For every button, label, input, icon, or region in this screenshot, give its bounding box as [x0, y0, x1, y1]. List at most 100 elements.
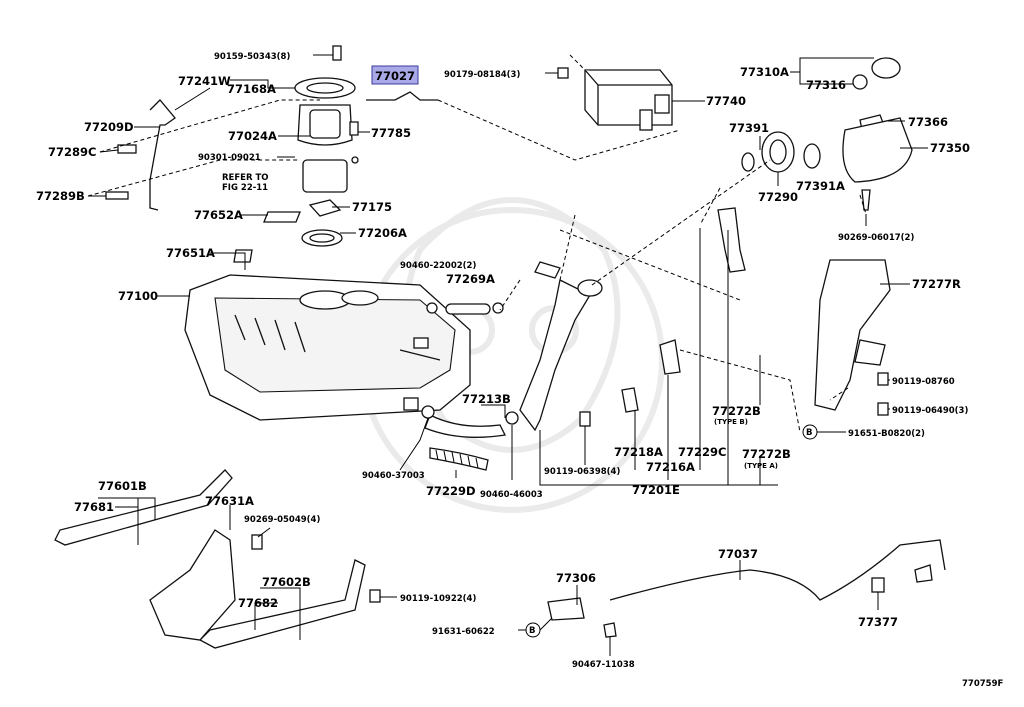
filler-pipe-group — [421, 261, 603, 471]
label-77601b: 77601B — [98, 479, 147, 493]
label-fig-22-11: FIG 22-11 — [222, 183, 268, 193]
clamp-77175 — [308, 199, 342, 217]
label-77168a: 77168A — [227, 82, 276, 96]
label-90119-06490: 90119-06490(3) — [892, 406, 968, 416]
label-90460-22002: 90460-22002(2) — [400, 261, 476, 271]
lid-lever-77306 — [547, 597, 585, 621]
label-90179: 90179-08184(3) — [444, 70, 520, 80]
strap-77602b — [198, 559, 366, 649]
label-type-a: (TYPE A) — [744, 462, 778, 470]
label-77269a: 77269A — [446, 272, 495, 286]
label-77602b: 77602B — [262, 575, 311, 589]
figure-code: 770759F — [962, 679, 1003, 689]
clamp-46003 — [505, 411, 519, 425]
fuel-cap-icon — [871, 57, 901, 79]
label-77310a: 77310A — [740, 65, 789, 79]
label-90119-10922: 90119-10922(4) — [400, 594, 476, 604]
lid-spring-icon — [803, 143, 821, 169]
label-77740: 77740 — [706, 94, 746, 108]
tank-straps — [54, 469, 381, 649]
label-77209d: 77209D — [84, 120, 134, 134]
label-77366: 77366 — [908, 115, 948, 129]
label-b-circle: B — [806, 428, 812, 438]
canister-nut-icon — [557, 67, 569, 79]
label-77350: 77350 — [930, 141, 970, 155]
label-90301: 90301-09021 — [198, 153, 261, 163]
label-77229c: 77229C — [678, 445, 726, 459]
label-91651: 91651-B0820(2) — [848, 429, 925, 439]
bolt-icon — [877, 372, 889, 386]
label-77289c: 77289C — [48, 145, 96, 159]
label-90269-05049: 90269-05049(4) — [244, 515, 320, 525]
label-b-circle-2: B — [529, 626, 535, 636]
pad-77652a — [263, 211, 301, 223]
label-90119-08760: 90119-08760 — [892, 377, 955, 387]
label-77100: 77100 — [118, 289, 158, 303]
label-refer-to: REFER TO — [222, 173, 269, 183]
bolt-icon — [579, 411, 591, 427]
small-parts — [233, 199, 343, 263]
label-77631a: 77631A — [205, 494, 254, 508]
corrugated-hose-77229d — [429, 447, 489, 471]
label-90119-06398: 90119-06398(4) — [544, 467, 620, 477]
sender-clamp-c — [117, 144, 137, 154]
fuel-cap-group — [741, 57, 913, 211]
label-77316: 77316 — [806, 78, 846, 92]
label-77027-highlighted: 77027 — [375, 69, 415, 83]
filler-protector — [814, 259, 891, 416]
hose-77269a — [445, 303, 491, 315]
label-91631: 91631-60622 — [432, 627, 495, 637]
reference-b-circle-2 — [525, 622, 541, 638]
breather-tubes — [579, 207, 746, 427]
label-77682: 77682 — [238, 596, 278, 610]
fuel-tank — [184, 274, 471, 421]
sender-gauge-arm — [149, 99, 176, 211]
label-77289b: 77289B — [36, 189, 85, 203]
label-77229d: 77229D — [426, 484, 476, 498]
label-90460-46003: 90460-46003 — [480, 490, 543, 500]
corrugation-lines — [435, 449, 479, 469]
label-77277r: 77277R — [912, 277, 961, 291]
fuel-pump — [309, 109, 341, 139]
label-77391a: 77391A — [796, 179, 845, 193]
fuel-lid-door — [842, 117, 913, 183]
label-77024a: 77024A — [228, 129, 277, 143]
label-77681: 77681 — [74, 500, 114, 514]
label-77306: 77306 — [556, 571, 596, 585]
sender-clamp-b — [105, 191, 129, 200]
pad-77651a — [233, 249, 253, 263]
label-77213b: 77213B — [462, 392, 511, 406]
hose-77213b — [424, 414, 506, 438]
lid-screw-icon — [861, 189, 871, 211]
label-77290: 77290 — [758, 190, 798, 204]
fuel-lid-cable — [547, 539, 946, 638]
label-77218a: 77218A — [614, 445, 663, 459]
charcoal-canister — [557, 67, 673, 131]
protector-77631a — [149, 529, 236, 641]
strap-77601b — [54, 469, 233, 546]
clip-77377 — [871, 577, 885, 593]
label-90460-37003: 90460-37003 — [362, 471, 425, 481]
label-77216a: 77216A — [646, 460, 695, 474]
fuel-filler-pipe — [519, 279, 591, 432]
label-77241w: 77241W — [178, 74, 231, 88]
label-90159: 90159-50343(8) — [214, 52, 290, 62]
oring-icon — [741, 152, 755, 172]
label-77037: 77037 — [718, 547, 758, 561]
label-77175: 77175 — [352, 200, 392, 214]
label-90269-06017: 90269-06017(2) — [838, 233, 914, 243]
label-77272b-type-b: 77272B — [712, 404, 761, 418]
highlight-box — [371, 65, 419, 85]
label-77272b-type-a: 77272B — [742, 447, 791, 461]
bolt-icon — [332, 45, 342, 61]
label-77651a: 77651A — [166, 246, 215, 260]
label-type-b: (TYPE B) — [714, 418, 748, 426]
cable-77037 — [609, 539, 946, 601]
label-77391: 77391 — [729, 121, 769, 135]
bolt-icon — [251, 534, 263, 550]
fuel-tube-77027 — [366, 91, 438, 101]
label-90467: 90467-11038 — [572, 660, 635, 670]
clamp-37003 — [421, 405, 435, 419]
